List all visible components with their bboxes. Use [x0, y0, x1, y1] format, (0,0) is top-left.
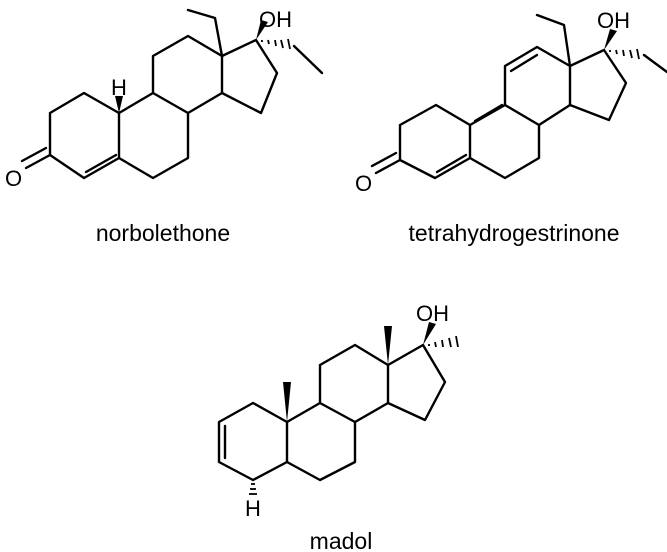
madol-name: madol [310, 528, 373, 552]
norbolethone-bonds [20, 8, 324, 180]
tetrahydrogestrinone-hydroxyl-label: OH [597, 8, 630, 33]
norbolethone-name: norbolethone [96, 220, 230, 246]
norbolethone-hydroxyl-label: OH [259, 7, 292, 32]
norbolethone-structure: OH O H norbolethone [5, 7, 324, 246]
norbolethone-oh-wedge [256, 20, 268, 40]
madol-oh-wedge [423, 322, 436, 345]
madol-hydroxyl-label: OH [416, 301, 449, 326]
tetrahydrogestrinone-name: tetrahydrogestrinone [409, 220, 620, 246]
tetrahydrogestrinone-structure: OH O tetrahydrogestrinone [355, 8, 667, 246]
tetrahydrogestrinone-bonds [370, 13, 667, 180]
norbolethone-ethyl-hash [261, 38, 291, 50]
tetrahydrogestrinone-oxygen-label: O [355, 171, 372, 196]
madol-hydrogen-label: H [245, 496, 261, 521]
madol-structure: OH H madol [217, 301, 459, 552]
madol-h-hash [249, 483, 257, 495]
norbolethone-oxygen-label: O [5, 166, 22, 191]
madol-bonds [217, 326, 447, 482]
tetrahydrogestrinone-hash [609, 48, 640, 60]
madol-methyl-hash [428, 335, 459, 348]
norbolethone-hydrogen-label: H [111, 75, 127, 100]
norbolethone-h-wedge [115, 96, 123, 113]
tetrahydrogestrinone-oh-wedge [604, 29, 617, 50]
